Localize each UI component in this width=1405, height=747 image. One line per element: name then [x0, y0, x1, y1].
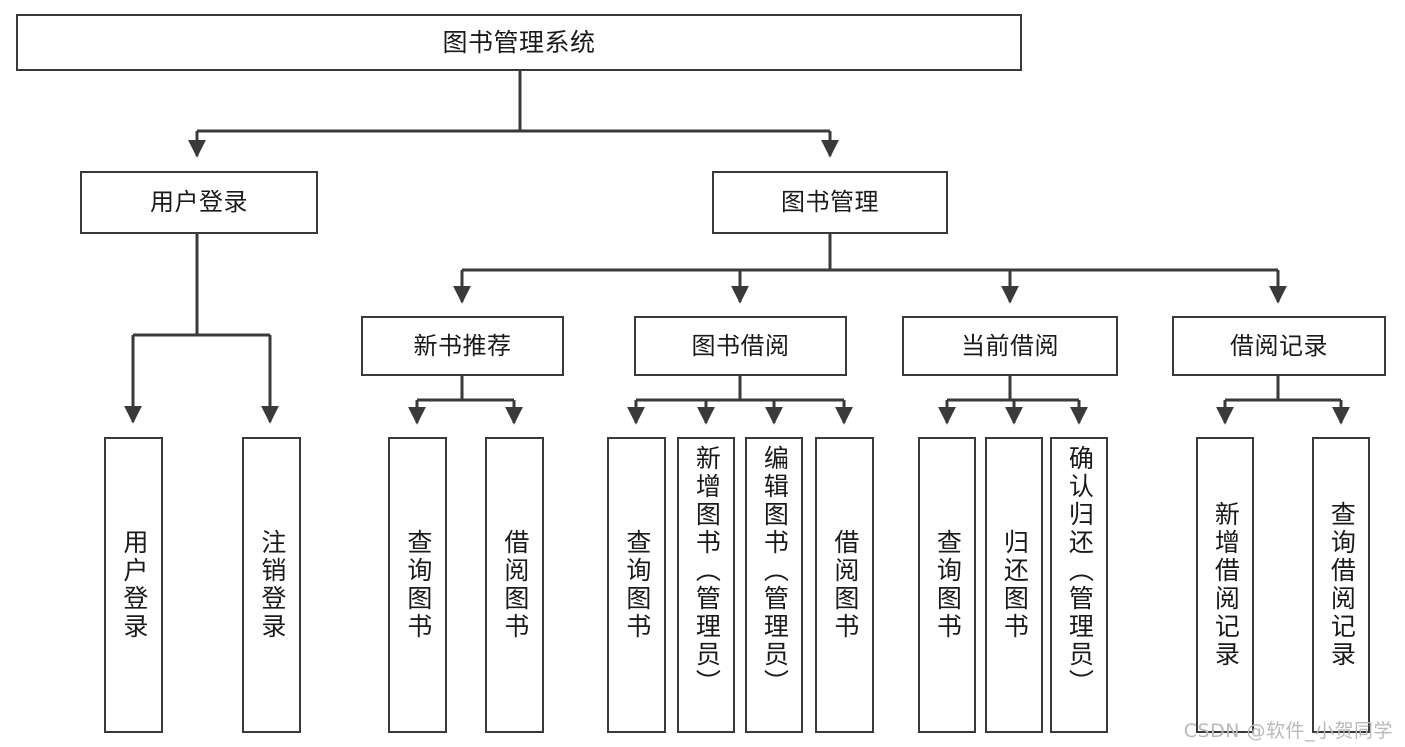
node-label: 图书管理 — [781, 188, 879, 217]
node-current-borrow[interactable]: 当前借阅 — [902, 316, 1118, 376]
node-label: 借阅图书 — [500, 529, 530, 641]
csdn-watermark: CSDN @软件_小贺同学 — [1183, 720, 1393, 742]
node-label: 当前借阅 — [961, 331, 1059, 360]
node-label: 查询图书 — [403, 529, 433, 641]
node-label: 用户登录 — [150, 188, 248, 217]
node-label: 查询借阅记录 — [1327, 501, 1357, 669]
node-book-management[interactable]: 图书管理 — [712, 171, 948, 234]
node-label: 编辑图书（管理员） — [760, 445, 790, 697]
node-root-system[interactable]: 图书管理系统 — [16, 14, 1022, 71]
leaf-edit-book[interactable]: 编辑图书（管理员） — [745, 437, 803, 733]
leaf-logout-login[interactable]: 注销登录 — [242, 437, 301, 733]
node-label: 借阅图书 — [830, 529, 860, 641]
node-label: 确认归还（管理员） — [1065, 445, 1095, 697]
node-label: 借阅记录 — [1230, 331, 1328, 360]
leaf-borrow-book-2[interactable]: 借阅图书 — [815, 437, 874, 733]
leaf-add-book[interactable]: 新增图书（管理员） — [677, 437, 735, 733]
leaf-query-book-2[interactable]: 查询图书 — [607, 437, 666, 733]
node-label: 图书管理系统 — [442, 27, 596, 57]
leaf-return-book[interactable]: 归还图书 — [985, 437, 1043, 733]
leaf-add-record[interactable]: 新增借阅记录 — [1196, 437, 1254, 733]
node-label: 新书推荐 — [413, 331, 512, 360]
node-new-book-recommend[interactable]: 新书推荐 — [361, 316, 564, 376]
node-user-login[interactable]: 用户登录 — [80, 171, 318, 234]
leaf-borrow-book-1[interactable]: 借阅图书 — [485, 437, 544, 733]
node-label: 图书借阅 — [691, 331, 790, 360]
node-borrow-record[interactable]: 借阅记录 — [1172, 316, 1386, 376]
node-label: 查询图书 — [622, 529, 652, 641]
leaf-query-record[interactable]: 查询借阅记录 — [1312, 437, 1370, 733]
node-label: 归还图书 — [1000, 529, 1030, 641]
node-label: 用户登录 — [119, 529, 149, 641]
leaf-user-login[interactable]: 用户登录 — [104, 437, 163, 733]
leaf-confirm-return[interactable]: 确认归还（管理员） — [1050, 437, 1108, 733]
node-book-borrow[interactable]: 图书借阅 — [634, 316, 847, 376]
leaf-query-book-3[interactable]: 查询图书 — [918, 437, 976, 733]
leaf-query-book-1[interactable]: 查询图书 — [388, 437, 447, 733]
node-label: 注销登录 — [257, 529, 287, 641]
node-label: 新增图书（管理员） — [692, 445, 722, 697]
node-label: 新增借阅记录 — [1211, 501, 1241, 669]
node-label: 查询图书 — [933, 529, 963, 641]
